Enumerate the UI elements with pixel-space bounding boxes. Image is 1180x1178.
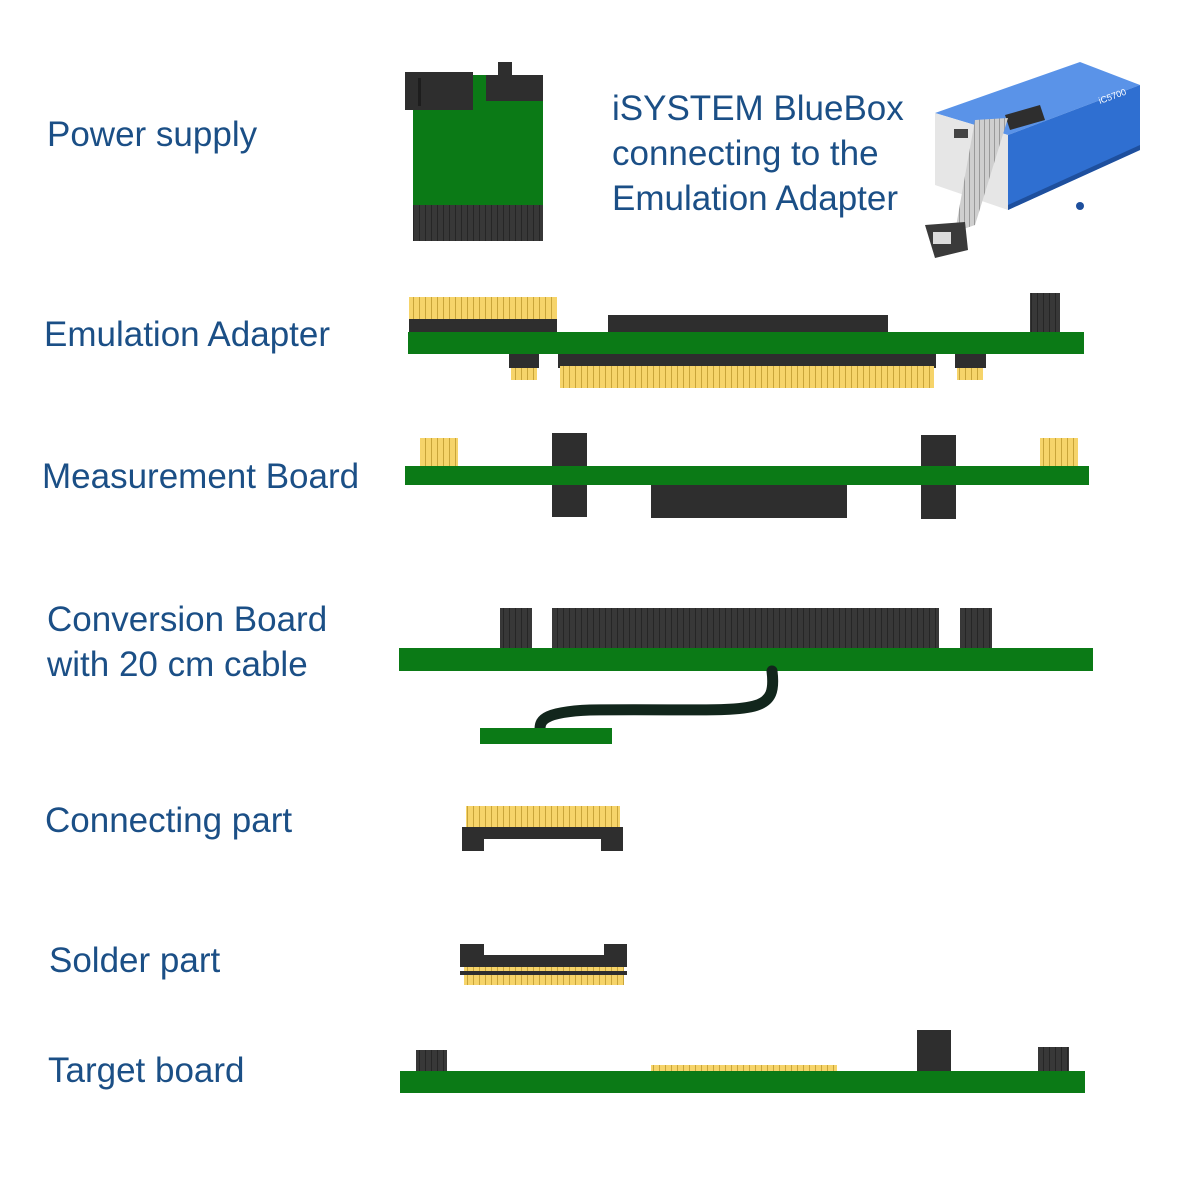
connecting-part [462,806,623,851]
label-power-supply: Power supply [47,115,258,154]
label-connecting-part: Connecting part [45,801,293,840]
label-target-board: Target board [48,1051,245,1090]
solder-part [460,944,627,985]
power-supply-module [405,62,543,241]
bluebox-device: iC5700 [925,62,1140,258]
conversion-board [399,608,1093,744]
measurement-board [405,433,1089,519]
label-solder-part: Solder part [49,941,221,980]
label-measurement-board: Measurement Board [42,457,360,496]
label-emulation-adapter: Emulation Adapter [44,315,331,354]
label-conversion-board-line2: with 20 cm cable [47,645,308,684]
label-bluebox-line3: Emulation Adapter [612,179,899,218]
target-board [400,1030,1085,1093]
label-conversion-board-line1: Conversion Board [47,600,328,639]
label-bluebox-line2: connecting to the [612,134,879,173]
emulation-adapter-board [408,293,1084,388]
label-bluebox-line1: iSYSTEM BlueBox [612,89,904,128]
